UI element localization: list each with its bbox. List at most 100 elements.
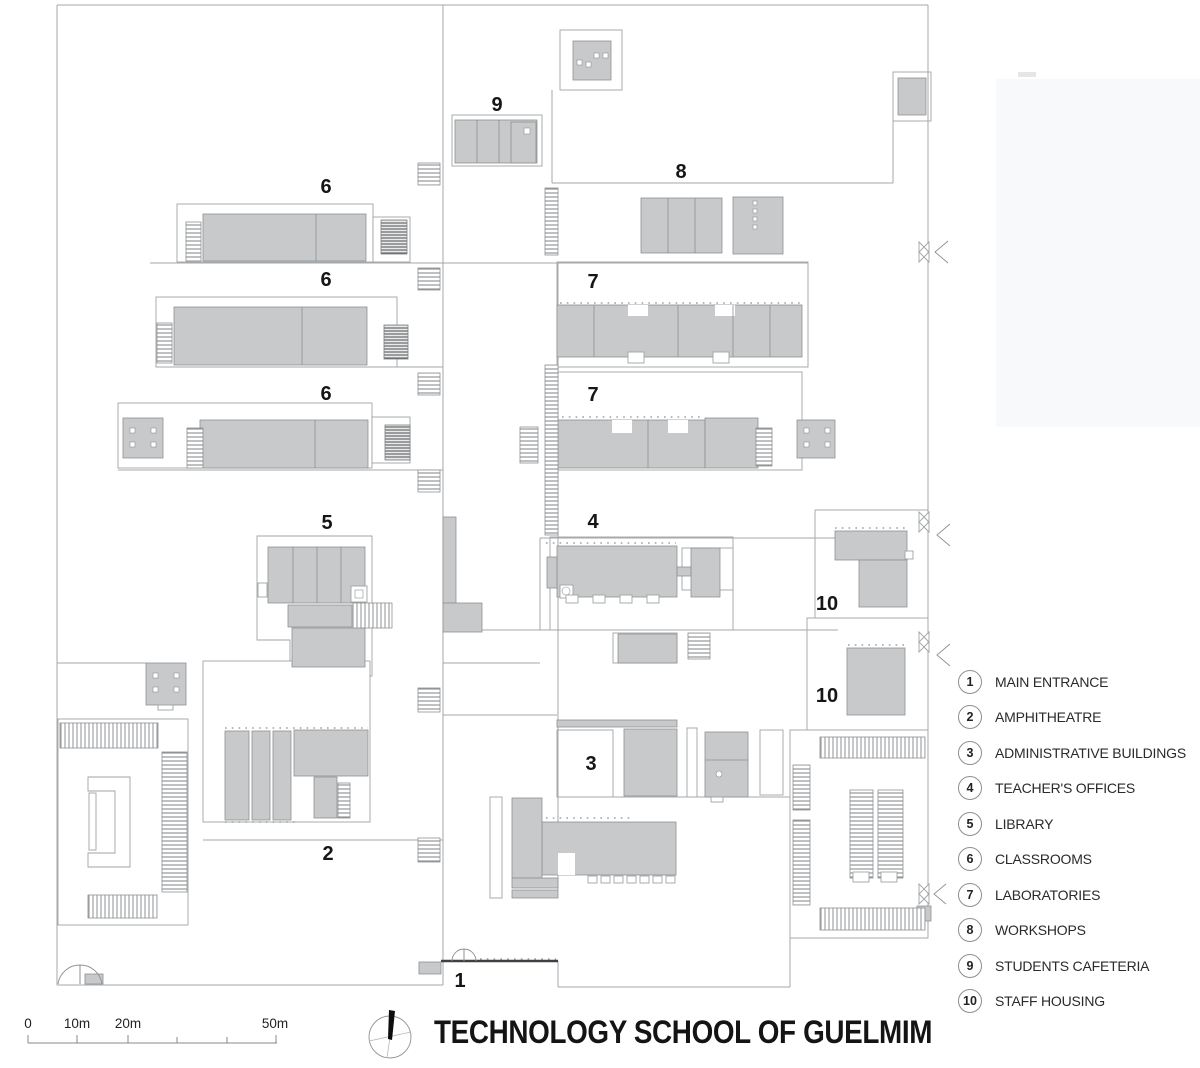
notch bbox=[612, 420, 632, 433]
legend-label: LIBRARY bbox=[995, 815, 1054, 832]
gate-block-w bbox=[84, 973, 104, 985]
staff-housing-1 bbox=[858, 559, 908, 608]
label-7a: 7 bbox=[587, 271, 598, 293]
legend-number-badge: 4 bbox=[958, 776, 982, 801]
stair bbox=[687, 632, 711, 660]
library-mid bbox=[287, 604, 353, 628]
stair bbox=[185, 221, 202, 262]
detail-dot bbox=[152, 672, 159, 679]
column-tab bbox=[652, 875, 663, 884]
amphitheatre bbox=[293, 729, 369, 777]
detail-box bbox=[257, 582, 268, 598]
legend-number-badge: 2 bbox=[958, 705, 982, 730]
workshops-east bbox=[732, 196, 784, 255]
detail-dot bbox=[150, 441, 157, 448]
label-2: 2 bbox=[322, 843, 333, 865]
workshops-west bbox=[640, 197, 723, 254]
staff-housing-1 bbox=[834, 530, 908, 561]
stair-well bbox=[712, 351, 730, 364]
detail-dot bbox=[129, 427, 136, 434]
legend-label: ADMINISTRATIVE BUILDINGS bbox=[995, 744, 1186, 761]
detail-dot bbox=[593, 52, 600, 59]
label-8: 8 bbox=[675, 161, 686, 183]
admin-court bbox=[556, 729, 614, 798]
label-6a: 6 bbox=[320, 176, 331, 198]
connector bbox=[676, 566, 692, 577]
classrooms-2 bbox=[173, 306, 368, 366]
detail-circle bbox=[561, 586, 571, 596]
legend-label: LABORATORIES bbox=[995, 886, 1101, 903]
detail-dot bbox=[173, 686, 180, 693]
court-strip bbox=[877, 789, 904, 879]
column-tab bbox=[646, 594, 660, 604]
entrance-hall-strip1 bbox=[511, 877, 559, 889]
service-block-sw bbox=[145, 662, 187, 706]
background-panel bbox=[996, 79, 1200, 427]
gate-arrow bbox=[936, 643, 951, 667]
legend-item: 7 LABORATORIES bbox=[958, 877, 1198, 913]
legend-number-badge: 7 bbox=[958, 882, 982, 907]
column-tab bbox=[587, 875, 598, 884]
detail-dot bbox=[150, 427, 157, 434]
scalebar-label: 50m bbox=[261, 1016, 289, 1031]
stair bbox=[417, 162, 441, 186]
legend-label: STUDENTS CAFETERIA bbox=[995, 957, 1150, 974]
stair bbox=[417, 687, 441, 713]
teachers-offices bbox=[556, 545, 678, 598]
legend-item: 5 LIBRARY bbox=[958, 806, 1198, 842]
detail-dot bbox=[803, 441, 810, 448]
legend-number-badge: 9 bbox=[958, 953, 982, 978]
stair bbox=[380, 219, 408, 255]
label-6c: 6 bbox=[320, 383, 331, 405]
stage-bar bbox=[88, 792, 97, 851]
column-tab bbox=[592, 594, 606, 604]
door-swing bbox=[451, 948, 465, 962]
legend-label: TEACHER'S OFFICES bbox=[995, 780, 1136, 797]
pergola-east bbox=[161, 751, 188, 893]
amphitheatre bbox=[224, 730, 250, 821]
gate-swing bbox=[57, 964, 81, 985]
detail-circle bbox=[715, 770, 723, 778]
laboratories-1 bbox=[556, 304, 803, 358]
detail-dot bbox=[523, 127, 531, 135]
detail-dot bbox=[602, 52, 609, 59]
legend-number-badge: 6 bbox=[958, 847, 982, 872]
legend-number-badge: 5 bbox=[958, 811, 982, 836]
label-4: 4 bbox=[587, 511, 599, 533]
detail-tab bbox=[710, 796, 724, 803]
label-7b: 7 bbox=[587, 384, 598, 406]
teachers-offices-annex bbox=[690, 547, 721, 598]
detail-dot bbox=[576, 59, 583, 66]
entrance-hall-strip2 bbox=[511, 889, 559, 899]
legend-number-badge: 1 bbox=[958, 669, 982, 694]
notch bbox=[715, 305, 735, 316]
door-swing bbox=[463, 948, 477, 962]
stair bbox=[417, 469, 441, 493]
scalebar-label: 20m bbox=[114, 1016, 142, 1031]
entrance-hall-wing bbox=[511, 797, 543, 879]
detail-dot bbox=[129, 441, 136, 448]
court-tab bbox=[880, 871, 898, 883]
staff-housing-2 bbox=[846, 647, 906, 716]
students-cafeteria-wing bbox=[510, 121, 537, 164]
amphitheatre bbox=[313, 776, 338, 819]
label-1: 1 bbox=[454, 970, 465, 992]
gate-symbol bbox=[918, 510, 930, 534]
legend-number-badge: 3 bbox=[958, 740, 982, 765]
admin-slot-2 bbox=[759, 729, 784, 796]
corridor-stair bbox=[544, 364, 559, 536]
spine-building bbox=[442, 516, 457, 604]
pergola-south bbox=[87, 894, 158, 919]
stair bbox=[417, 837, 441, 863]
legend-item: 3 ADMINISTRATIVE BUILDINGS bbox=[958, 735, 1198, 771]
stair bbox=[417, 372, 441, 396]
gate-arrow bbox=[936, 523, 951, 547]
detail-box bbox=[904, 550, 914, 560]
stair bbox=[755, 427, 773, 467]
detail-dot bbox=[803, 427, 810, 434]
north-arrow-needle bbox=[388, 1010, 395, 1040]
